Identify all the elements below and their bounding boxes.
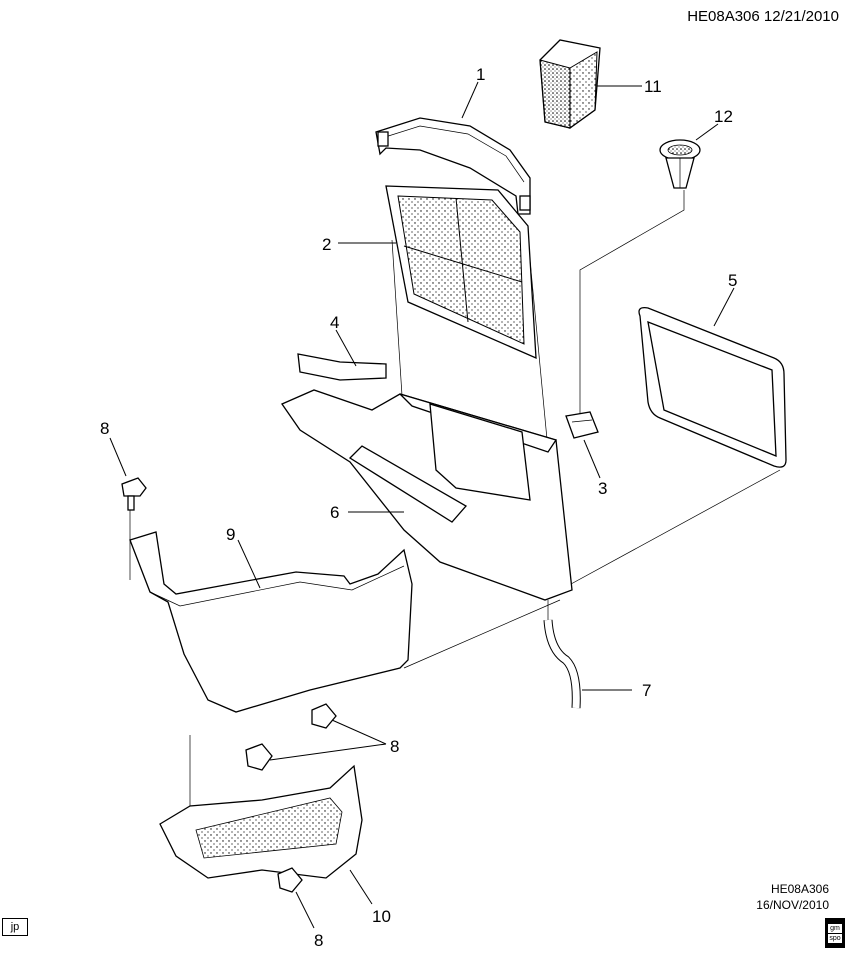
footer-date: 16/NOV/2010	[756, 898, 829, 912]
callout-10: 10	[372, 907, 391, 926]
callout-9: 9	[226, 525, 235, 544]
part-9-bracket	[129, 531, 413, 713]
header-id-text: HE08A306	[687, 8, 760, 25]
callout-labels: 1 11 12 2 5 4 8 3 6 9 7 8 10 8	[100, 65, 737, 950]
callout-8-top: 8	[100, 419, 109, 438]
part-7-hose	[543, 619, 632, 709]
part-8-screw-mid	[245, 703, 387, 771]
part-10-shield	[159, 764, 373, 905]
header-date-text: 12/21/2010	[763, 8, 839, 25]
callout-3: 3	[598, 479, 607, 498]
part-8-screw-bottom	[277, 867, 315, 929]
gm-logo-line2: spo	[828, 934, 842, 943]
gm-logo-line1: gm	[828, 924, 842, 933]
gm-spo-logo: gm spo	[825, 918, 845, 948]
callout-8-bottom: 8	[314, 931, 323, 950]
callout-4: 4	[330, 313, 339, 332]
footer-drawing-id: HE08A306	[770, 882, 829, 896]
part-2-filter	[338, 185, 537, 360]
part-3-clip	[565, 411, 601, 479]
callout-6: 6	[330, 503, 339, 522]
callout-2: 2	[322, 235, 331, 254]
part-11-pad	[539, 39, 642, 129]
callout-5: 5	[728, 271, 737, 290]
callout-12: 12	[714, 107, 733, 126]
callout-8-mid: 8	[390, 737, 399, 756]
part-6-housing	[281, 389, 573, 601]
header-drawing-id: HE08A306 12/21/2010	[687, 8, 839, 25]
callout-11: 11	[644, 77, 662, 96]
part-5-gasket	[638, 287, 787, 468]
callout-7: 7	[642, 681, 651, 700]
callout-1: 1	[476, 65, 485, 84]
part-4-seal	[297, 329, 387, 381]
jp-label: jp	[2, 918, 28, 936]
part-8-screw-top	[109, 437, 147, 511]
part-12-clip	[659, 123, 719, 189]
